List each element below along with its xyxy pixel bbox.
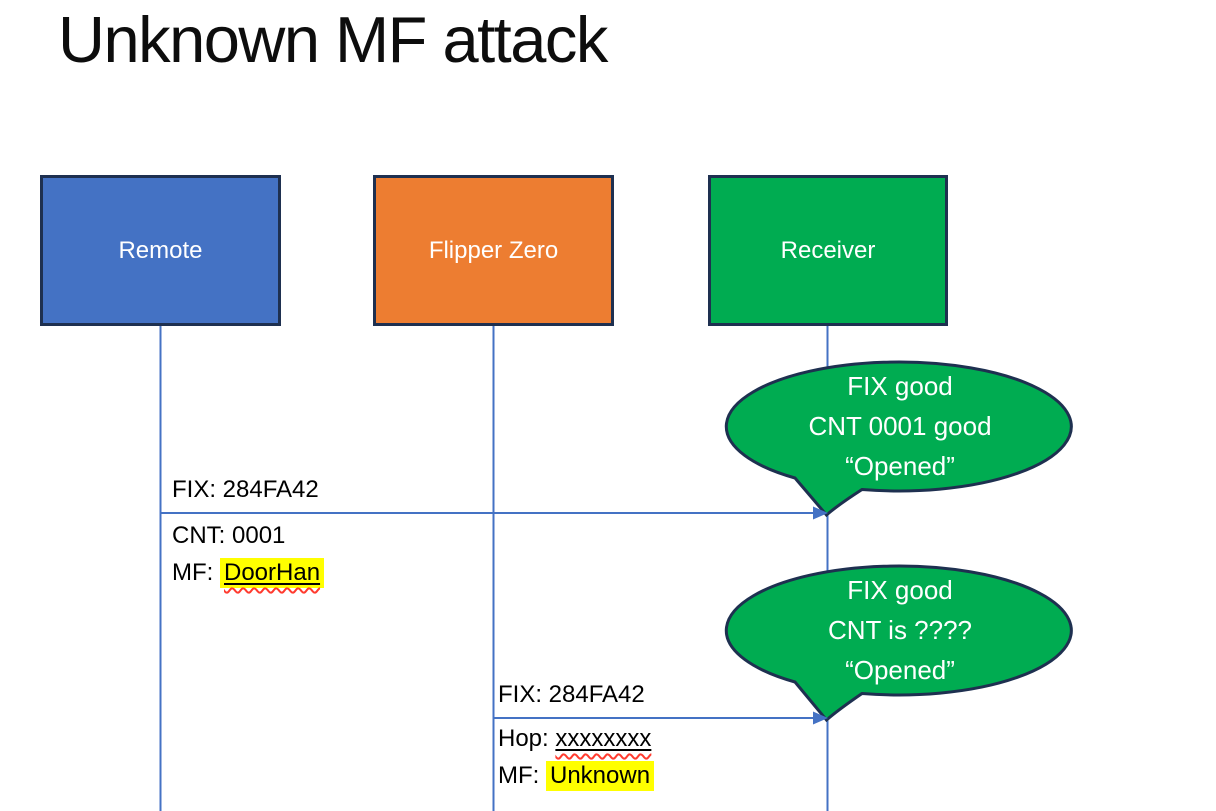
message-2-mf-label: MF: bbox=[498, 762, 540, 789]
callout-2-line-1: FIX good bbox=[847, 575, 953, 605]
message-2-mf-value: Unknown bbox=[546, 761, 655, 791]
message-2-hop-label: Hop: bbox=[498, 725, 549, 752]
message-2-arrowhead-icon bbox=[813, 711, 828, 725]
callout-1-line-3: “Opened” bbox=[845, 451, 955, 481]
actor-box-receiver: Receiver bbox=[708, 175, 948, 326]
message-1-mf: MF: DoorHan bbox=[172, 554, 325, 591]
message-2-details: Hop: xxxxxxxx MF: Unknown bbox=[498, 720, 655, 794]
message-2-hop-value: xxxxxxxx bbox=[555, 725, 652, 752]
callout-1-bubble bbox=[724, 360, 1073, 518]
actor-box-flipper-zero: Flipper Zero bbox=[373, 175, 614, 326]
actor-label-flipper-zero: Flipper Zero bbox=[428, 236, 559, 264]
actor-label-receiver: Receiver bbox=[780, 236, 876, 264]
message-1-arrowhead-icon bbox=[813, 506, 828, 520]
callout-2-line-3: “Opened” bbox=[845, 655, 955, 685]
callout-1-line-1: FIX good bbox=[847, 371, 953, 401]
message-2-hop: Hop: xxxxxxxx bbox=[498, 720, 654, 757]
message-1-mf-label: MF: bbox=[172, 559, 214, 586]
message-1-cnt: CNT: 0001 bbox=[172, 522, 286, 549]
slide-title: Unknown MF attack bbox=[58, 3, 608, 76]
callout-2-text: FIX good CNT is ???? “Opened” bbox=[727, 570, 1073, 690]
message-2-fix: FIX: 284FA42 bbox=[498, 681, 645, 708]
callout-1-text: FIX good CNT 0001 good “Opened” bbox=[727, 366, 1073, 486]
message-2-hop-squiggle: xxxxxxxx bbox=[555, 725, 651, 752]
message-2-mf: MF: Unknown bbox=[498, 757, 655, 794]
message-1-details: CNT: 0001 MF: DoorHan bbox=[172, 517, 325, 591]
actor-label-remote: Remote bbox=[118, 236, 203, 264]
callout-2-bubble bbox=[724, 564, 1073, 723]
message-1-mf-highlight: DoorHan bbox=[220, 558, 325, 588]
callout-2-line-2: CNT is ???? bbox=[827, 615, 973, 645]
callout-1-line-2: CNT 0001 good bbox=[808, 411, 992, 441]
message-1-mf-value: DoorHan bbox=[224, 559, 321, 586]
message-1-fix: FIX: 284FA42 bbox=[172, 476, 319, 503]
actor-box-remote: Remote bbox=[40, 175, 281, 326]
